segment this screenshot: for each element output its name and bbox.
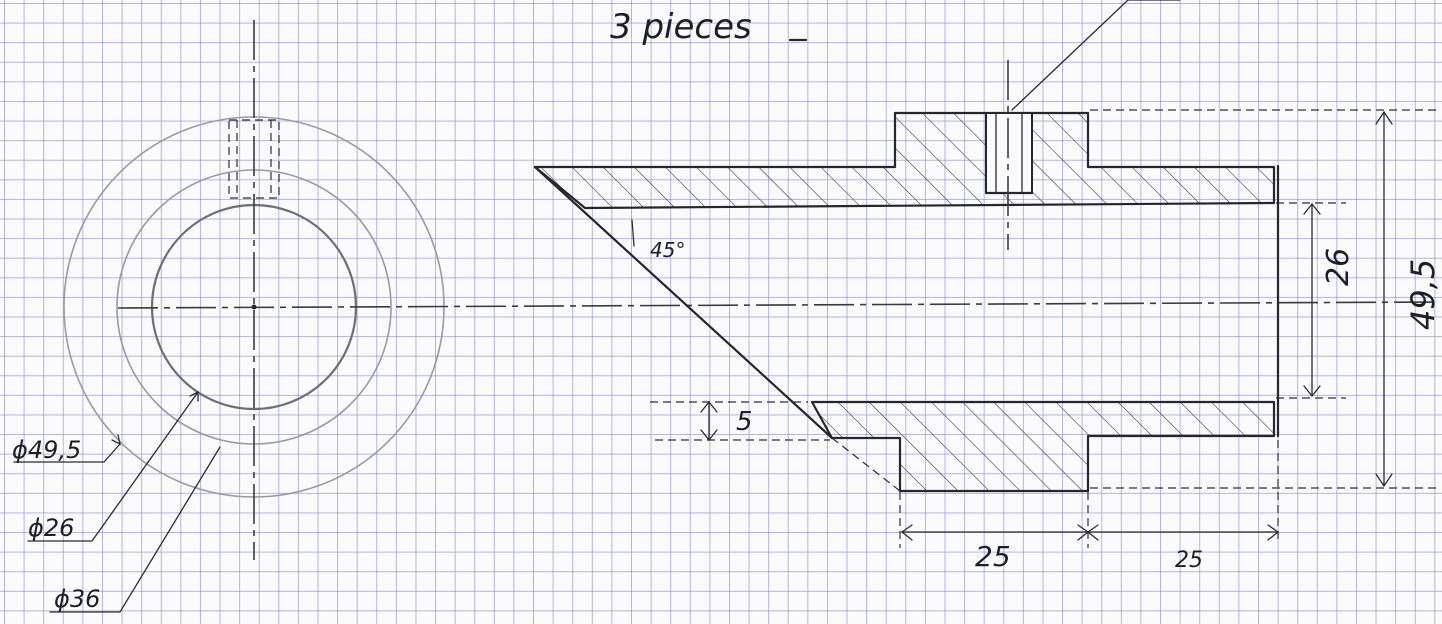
angle-tick bbox=[631, 219, 635, 247]
drawing-title: 3 pieces bbox=[610, 7, 752, 47]
angle-label: 45° bbox=[650, 238, 685, 262]
lower-wall-outline bbox=[810, 400, 1276, 493]
callout-outer-diameter: ϕ49,5 bbox=[12, 436, 81, 464]
dim-bore bbox=[1276, 202, 1346, 399]
diameter-leaders bbox=[13, 390, 221, 613]
leader-bore bbox=[27, 391, 199, 542]
horizontal-centerline bbox=[117, 301, 1441, 309]
length-b-label: 25 bbox=[1175, 548, 1203, 573]
bore-label: 26 bbox=[1321, 248, 1356, 286]
dim-outer bbox=[1090, 109, 1440, 489]
dim-thickness bbox=[650, 400, 830, 442]
section-view bbox=[533, 0, 1280, 493]
thickness-label: 5 bbox=[736, 407, 753, 437]
end-view bbox=[63, 20, 1441, 560]
lower-wall-hatch bbox=[812, 402, 1274, 491]
thread-leader bbox=[1011, 0, 1129, 111]
outer-label: 49,5 bbox=[1404, 259, 1442, 330]
length-a-label: 25 bbox=[975, 540, 1011, 573]
leader-mid bbox=[49, 446, 221, 613]
callout-mid-diameter: ϕ36 bbox=[54, 585, 100, 613]
bevel-cut-line bbox=[533, 165, 834, 440]
upper-wall-outline bbox=[533, 111, 1276, 210]
dim-lengths bbox=[899, 440, 1280, 548]
upper-wall-hatch bbox=[535, 113, 1274, 208]
tapped-hole bbox=[985, 112, 1033, 194]
leader-outer bbox=[13, 443, 121, 463]
callout-bore-diameter: ϕ26 bbox=[28, 514, 74, 542]
